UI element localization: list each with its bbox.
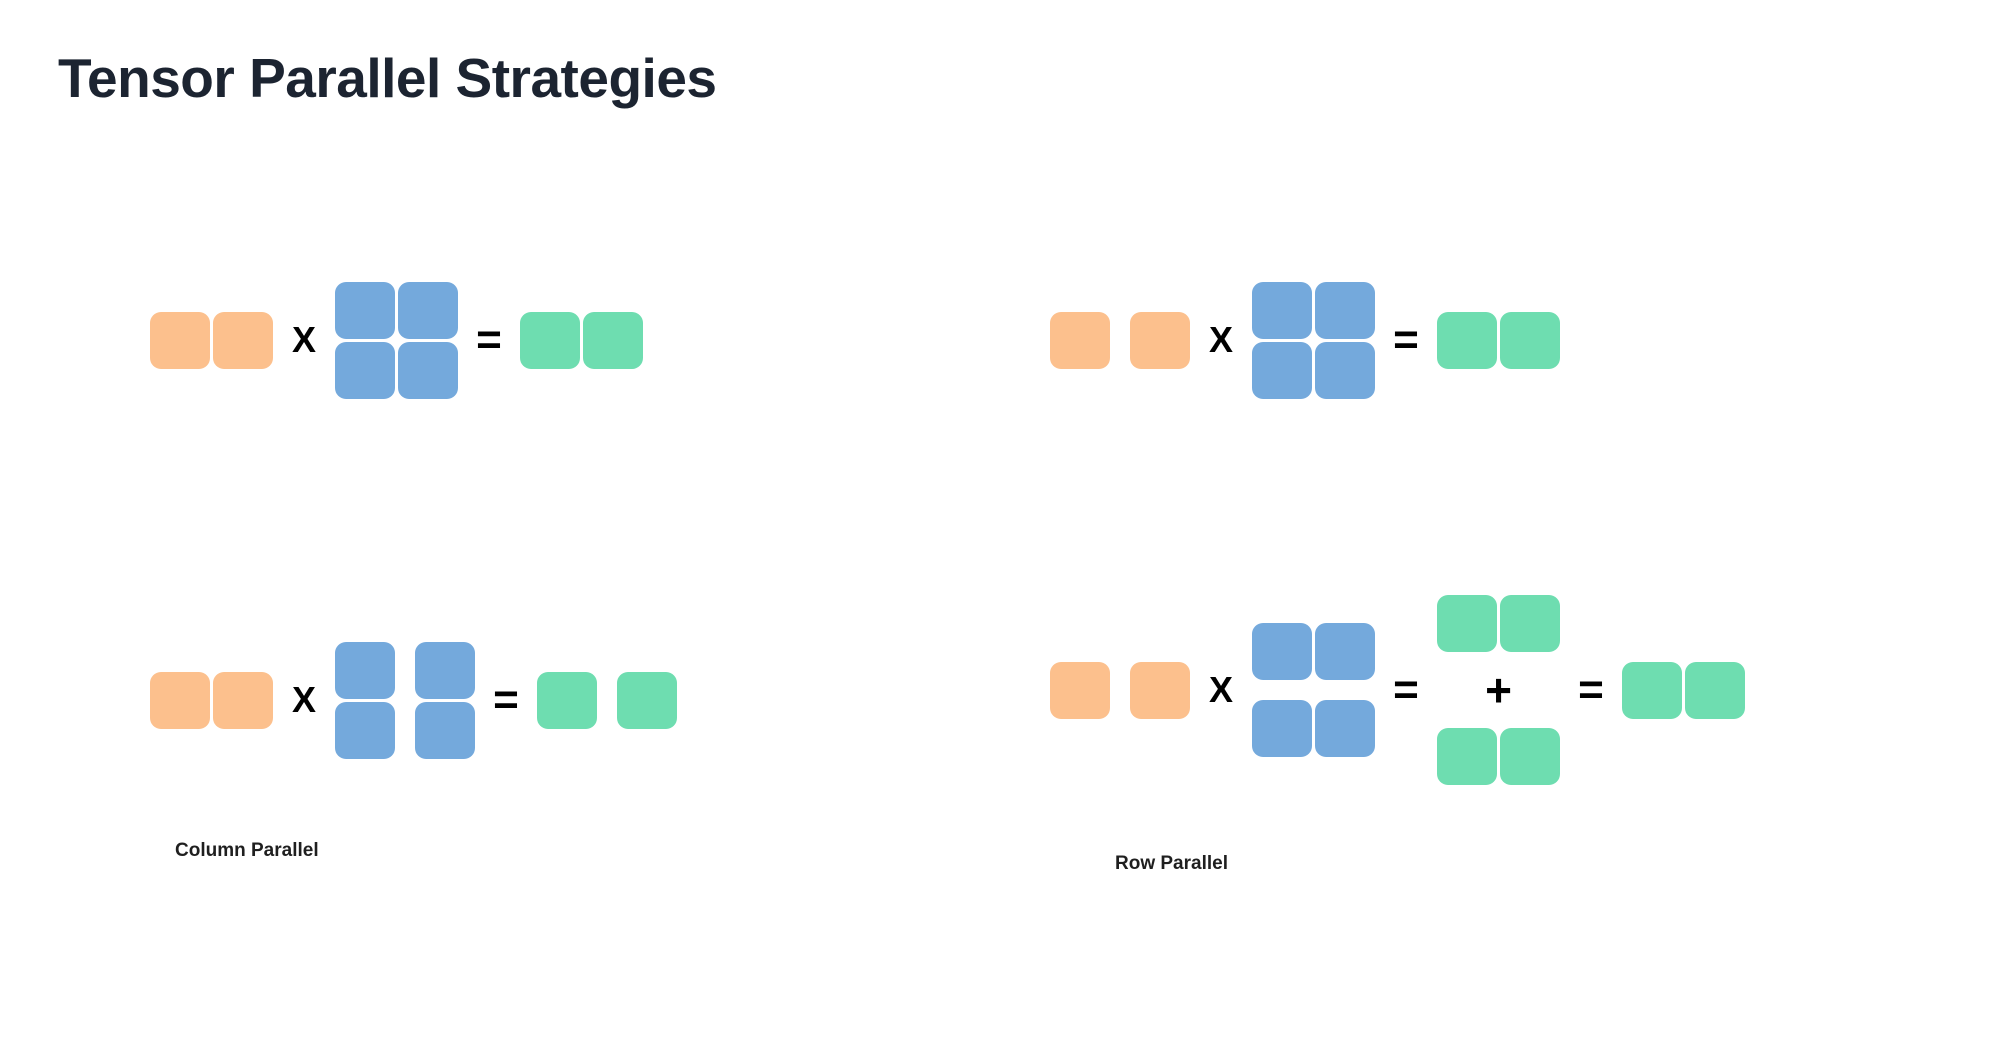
matrix-cell <box>1315 281 1375 339</box>
plus-operator: + <box>1485 664 1512 716</box>
caption-row-parallel: Row Parallel <box>1115 853 1228 874</box>
matrix-cell <box>520 311 580 369</box>
matrix-cell <box>1437 311 1497 369</box>
matrix-cell <box>1500 595 1560 652</box>
reduced-output-matrix <box>1622 661 1745 719</box>
matrix-cell <box>1252 281 1312 339</box>
multiply-operator: X <box>1208 669 1233 710</box>
matrix-cell <box>583 311 643 369</box>
matrix-cell <box>150 311 210 369</box>
matrix-cell <box>335 701 395 759</box>
matrix-cell <box>1622 661 1682 719</box>
row-parallel-sharded-diagram: X = <box>1050 595 1745 785</box>
output-matrix-column-sharded <box>537 671 677 729</box>
matrix-cell <box>1437 595 1497 652</box>
matrix-row <box>1437 728 1560 785</box>
input-activation-matrix <box>150 671 273 729</box>
matrix-cell <box>1500 728 1560 785</box>
partial-sums-group: + <box>1437 595 1560 785</box>
partial-output-matrix <box>1437 595 1560 652</box>
matrix-cell <box>1050 661 1110 719</box>
equation-row: X = <box>150 250 643 430</box>
matrix-cell <box>1315 700 1375 757</box>
matrix-cell <box>335 281 395 339</box>
matrix-row <box>1437 311 1560 369</box>
matrix-cell <box>1315 623 1375 680</box>
equals-operator: = <box>1578 665 1604 714</box>
input-activation-matrix <box>150 311 273 369</box>
matrix-row <box>1252 700 1375 757</box>
equals-operator: = <box>476 315 502 364</box>
matrix-cell <box>1130 311 1190 369</box>
input-activation-matrix-sharded <box>1050 311 1190 369</box>
column-parallel-unsharded-diagram: X = <box>150 250 643 430</box>
equation-row: X = <box>150 610 677 790</box>
matrix-row <box>150 311 273 369</box>
matrix-cell <box>213 311 273 369</box>
matrix-row <box>335 281 458 339</box>
weight-matrix <box>1252 281 1375 399</box>
equals-operator: = <box>1393 315 1419 364</box>
matrix-cell <box>1252 623 1312 680</box>
equation-row: X = <box>1050 595 1745 785</box>
matrix-cell <box>398 341 458 399</box>
matrix-row <box>1252 623 1375 680</box>
matrix-cell <box>415 641 475 699</box>
matrix-cell <box>213 671 273 729</box>
matrix-cell <box>1685 661 1745 719</box>
row-parallel-unsharded-diagram: X = <box>1050 250 1560 430</box>
matrix-cell <box>335 341 395 399</box>
equals-operator: = <box>493 675 519 724</box>
matrix-row <box>1252 281 1375 339</box>
output-matrix <box>520 311 643 369</box>
matrix-row <box>150 671 273 729</box>
matrix-cell <box>1437 728 1497 785</box>
weight-matrix-row-sharded <box>1252 623 1375 757</box>
column-parallel-sharded-diagram: X = <box>150 610 677 790</box>
equation-row: X = <box>1050 250 1560 430</box>
matrix-cell <box>617 671 677 729</box>
matrix-cell <box>415 701 475 759</box>
matrix-row <box>335 701 475 759</box>
matrix-row <box>335 641 475 699</box>
matrix-row <box>1252 341 1375 399</box>
multiply-operator: X <box>291 319 316 360</box>
weight-matrix <box>335 281 458 399</box>
matrix-cell <box>537 671 597 729</box>
input-activation-matrix-sharded <box>1050 661 1190 719</box>
matrix-cell <box>1252 700 1312 757</box>
matrix-row <box>520 311 643 369</box>
matrix-row <box>1050 661 1190 719</box>
matrix-row <box>1437 595 1560 652</box>
equals-operator: = <box>1393 665 1419 714</box>
matrix-cell <box>150 671 210 729</box>
matrix-cell <box>1500 311 1560 369</box>
matrix-row <box>1622 661 1745 719</box>
matrix-cell <box>1130 661 1190 719</box>
matrix-cell <box>1050 311 1110 369</box>
multiply-operator: X <box>1208 319 1233 360</box>
matrix-cell <box>398 281 458 339</box>
matrix-row <box>1050 311 1190 369</box>
weight-matrix-column-sharded <box>335 641 475 759</box>
matrix-row <box>537 671 677 729</box>
matrix-cell <box>1315 341 1375 399</box>
caption-column-parallel: Column Parallel <box>175 840 319 861</box>
plus-operator-row: + <box>1485 666 1512 714</box>
output-matrix <box>1437 311 1560 369</box>
matrix-cell <box>1252 341 1312 399</box>
partial-output-matrix <box>1437 728 1560 785</box>
matrix-row <box>335 341 458 399</box>
matrix-cell <box>335 641 395 699</box>
multiply-operator: X <box>291 679 316 720</box>
page-title: Tensor Parallel Strategies <box>58 47 717 109</box>
